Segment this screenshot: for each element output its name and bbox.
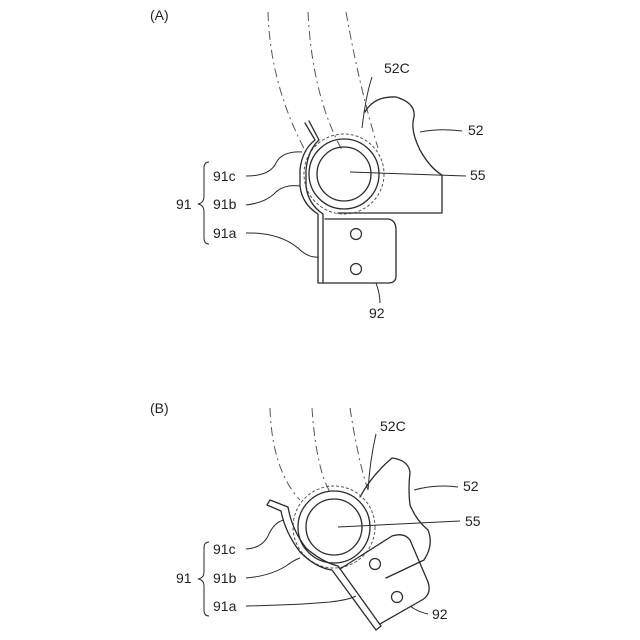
panel-b-roller-55-dashed	[293, 486, 375, 568]
panel-a-callout-52C: 52C	[384, 60, 410, 76]
panel-a-leader-91b	[246, 186, 300, 205]
panel-b-label: (B)	[150, 400, 169, 416]
panel-a-hole-upper	[351, 229, 362, 240]
panel-a-callout-91: 91	[176, 196, 192, 212]
panel-b-roller-55-inner	[306, 499, 362, 555]
panel-a-roller-55-outer	[309, 139, 379, 209]
panel-b: (B) 52C 52 55 91c 91 91b 91a	[150, 400, 481, 630]
panel-a-leader-91a	[246, 233, 318, 257]
panel-a: (A) 52C 52 55 91c 91 91b 91a	[150, 7, 486, 321]
panel-b-arc-guide-center	[312, 408, 330, 492]
panel-b-brace-91	[198, 542, 209, 616]
panel-b-callout-52C: 52C	[380, 418, 406, 434]
panel-a-hole-lower	[351, 264, 362, 275]
panel-b-spring-91	[267, 500, 381, 630]
panel-b-leader-92	[410, 606, 428, 614]
panel-a-member-52	[338, 97, 442, 213]
panel-b-callout-55: 55	[465, 513, 481, 529]
panel-a-callout-91c: 91c	[213, 168, 236, 184]
panel-b-roller-55-outer	[298, 491, 370, 563]
panel-b-leader-55	[338, 521, 460, 527]
panel-a-brace-91	[198, 162, 209, 244]
panel-b-leader-91c	[246, 520, 284, 549]
panel-a-leader-52C	[362, 77, 372, 128]
panel-b-callout-91a: 91a	[213, 598, 237, 614]
panel-b-callout-52: 52	[463, 478, 479, 494]
panel-b-leader-91a	[246, 596, 356, 606]
panel-a-leader-91c	[246, 152, 302, 176]
panel-a-leader-52	[420, 130, 462, 132]
panel-b-arc-guide-inner	[350, 408, 368, 490]
panel-a-callout-92: 92	[369, 305, 385, 321]
panel-a-leader-92	[376, 283, 380, 303]
panel-a-label: (A)	[150, 7, 169, 23]
panel-a-roller-55-dashed	[304, 134, 384, 214]
panel-a-callout-52: 52	[468, 122, 484, 138]
panel-a-spring-91	[300, 121, 323, 283]
panel-b-hole-upper	[370, 559, 381, 570]
panel-b-callout-91c: 91c	[213, 541, 236, 557]
panel-a-leader-55	[350, 172, 466, 176]
panel-b-arc-guide-outer	[270, 408, 300, 500]
panel-b-hole-lower	[392, 592, 403, 603]
panel-a-callout-55: 55	[470, 167, 486, 183]
panel-a-callout-91b: 91b	[213, 196, 237, 212]
panel-b-callout-92: 92	[432, 606, 448, 622]
panel-b-leader-91b	[246, 558, 300, 578]
panel-b-callout-91b: 91b	[213, 570, 237, 586]
panel-b-leader-52	[414, 486, 458, 490]
panel-a-roller-55-inner	[317, 147, 371, 201]
panel-a-arc-guide-outer	[268, 12, 306, 152]
panel-b-callout-91: 91	[176, 570, 192, 586]
panel-a-callout-91a: 91a	[213, 225, 237, 241]
